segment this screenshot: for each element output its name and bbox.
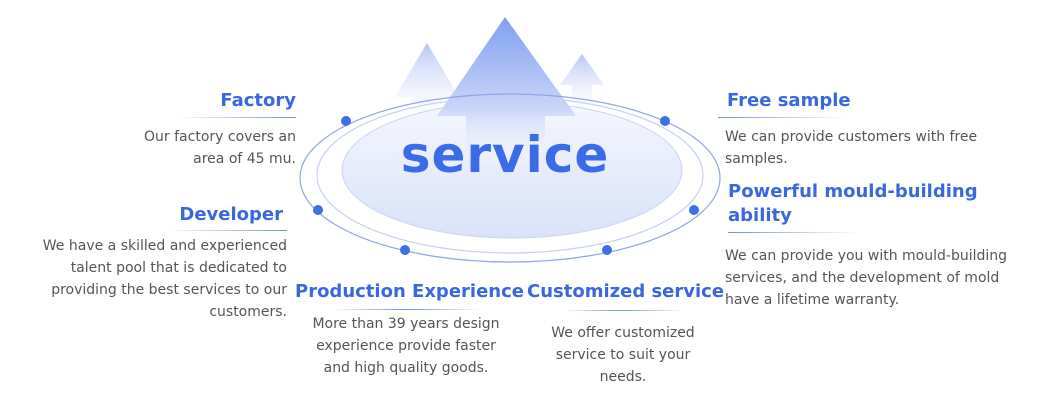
divider: [728, 232, 858, 233]
feature-desc: We can provide customers with free sampl…: [725, 129, 978, 167]
feature-mould-building: Powerful mould-building ability We can p…: [725, 180, 1018, 311]
feature-desc: More than 39 years design experience pro…: [312, 316, 500, 376]
divider: [176, 117, 296, 118]
ring-dots: [313, 116, 699, 255]
feature-production-experience: Production Experience More than 39 years…: [295, 280, 524, 379]
feature-free-sample: Free sample We can provide customers wit…: [718, 89, 988, 170]
feature-customized-service: Customized service We offer customized s…: [527, 280, 725, 388]
divider: [167, 230, 287, 231]
divider: [718, 117, 848, 118]
feature-factory: Factory Our factory covers an area of 45…: [120, 89, 296, 170]
feature-developer: Developer We have a skilled and experien…: [40, 203, 287, 323]
center-label: service: [400, 126, 610, 184]
feature-title: Factory: [220, 90, 296, 111]
feature-desc: We have a skilled and experienced talent…: [42, 238, 287, 320]
feature-desc: We can provide you with mould-building s…: [725, 248, 1008, 308]
right-arrow-icon: [560, 54, 604, 120]
feature-title: Production Experience: [295, 281, 524, 302]
feature-title: Powerful mould-building ability: [728, 181, 978, 226]
feature-title: Developer: [179, 204, 283, 225]
feature-title: Free sample: [727, 90, 851, 111]
left-arrow-icon: [395, 43, 459, 130]
feature-desc: Our factory covers an area of 45 mu.: [144, 129, 296, 167]
feature-desc: We offer customized service to suit your…: [551, 325, 695, 385]
divider: [331, 309, 481, 310]
feature-title: Customized service: [527, 281, 725, 302]
divider: [563, 310, 683, 311]
